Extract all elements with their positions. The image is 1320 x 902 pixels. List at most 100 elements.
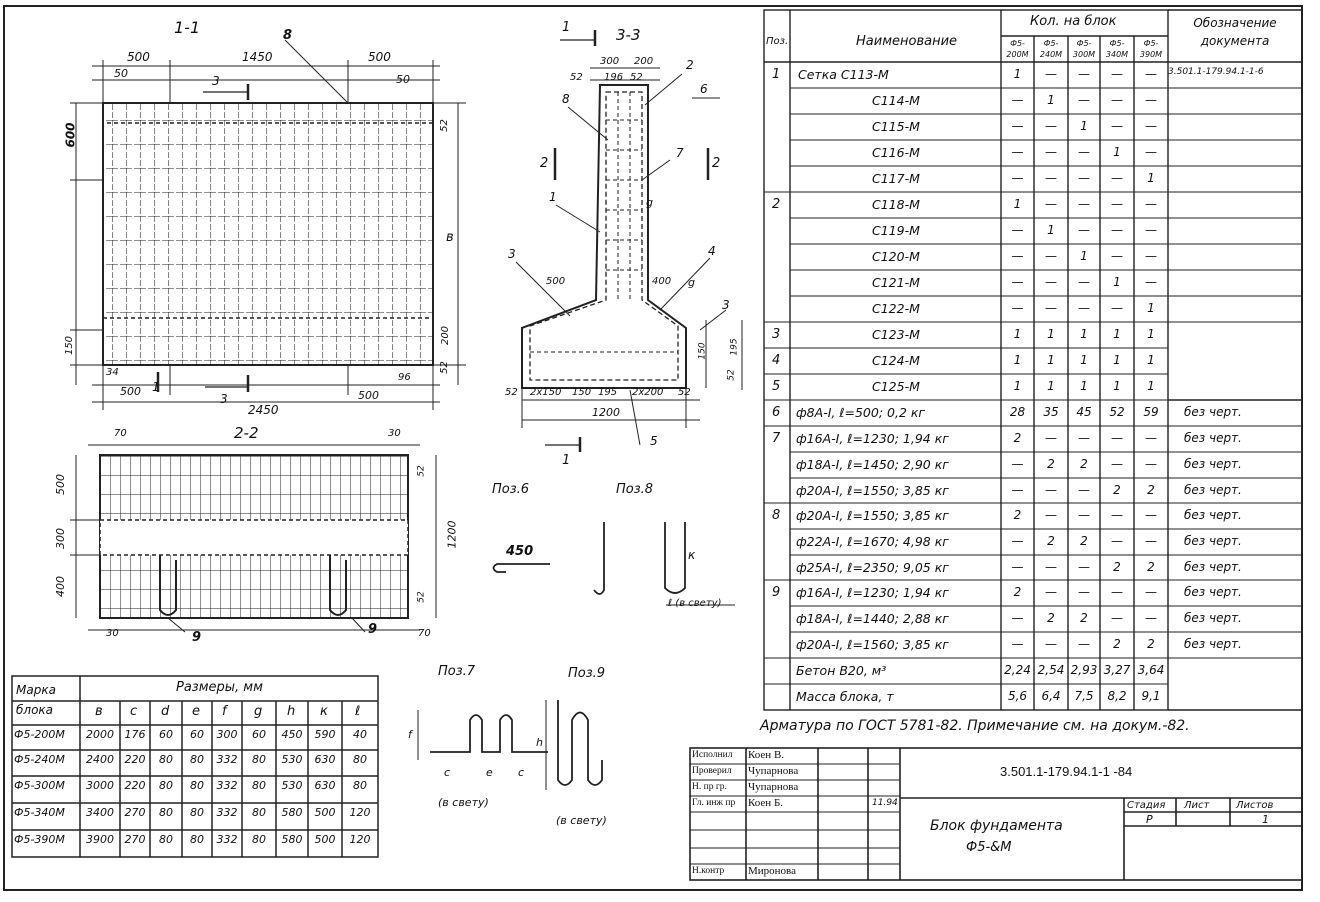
- dim-200-33: 200: [634, 56, 654, 67]
- sheet-frame: [3, 5, 1303, 891]
- dim-1200-22: 1200: [445, 520, 459, 549]
- spec-row-17-q4: —: [1145, 508, 1157, 522]
- view-1-1-title: 1-1: [174, 18, 201, 37]
- dim-52-22b: 52: [416, 591, 427, 603]
- spec-row-9-q3: —: [1111, 301, 1123, 315]
- spec-row-19-name: ф25А-I, ℓ=2350; 9,05 кг: [796, 560, 949, 575]
- spec-row-19-q0: —: [1011, 560, 1024, 574]
- dims-col-4: f: [222, 704, 227, 719]
- stage-header: Стадия: [1127, 800, 1166, 811]
- mark-3-33-right: 3: [722, 298, 730, 312]
- spec-row-21-doc: без черт.: [1184, 611, 1242, 625]
- dims-col-5: g: [254, 704, 263, 719]
- cut-2-right: 2: [712, 156, 721, 171]
- spec-row-8-name: С121-М: [872, 275, 920, 290]
- spec-row-12-name: С125-М: [872, 379, 920, 394]
- dim-2x200: 2x200: [632, 387, 664, 398]
- spec-row-5-q0: 1: [1013, 197, 1022, 211]
- dims-header-sizes: Размеры, мм: [176, 680, 263, 695]
- spec-row-16-name: ф20А-I, ℓ=1550; 3,85 кг: [796, 483, 949, 498]
- spec-row-17-q2: —: [1078, 508, 1090, 522]
- dim-200: 200: [440, 325, 452, 346]
- spec-row-7-q4: —: [1145, 249, 1157, 263]
- spec-row-22-q3: 2: [1113, 637, 1121, 651]
- mark-9-right: 9: [368, 622, 378, 637]
- spec-row-16-q4: 2: [1147, 483, 1155, 497]
- spec-row-0-q1: —: [1045, 67, 1057, 81]
- spec-row-17-name: ф20А-I, ℓ=1550; 3,85 кг: [796, 508, 949, 523]
- spec-row-18-q3: —: [1111, 534, 1123, 548]
- spec-row-4-q1: —: [1045, 171, 1057, 185]
- mark-8: 8: [283, 28, 293, 43]
- spec-table-grid: [763, 9, 1302, 711]
- spec-row-9-q0: —: [1011, 301, 1024, 315]
- pos9-h: h: [536, 736, 543, 749]
- dim-52-bottom: 52: [438, 361, 450, 374]
- dims-row-4-cell-1: 3900: [86, 833, 114, 846]
- spec-row-2-q3: —: [1111, 119, 1123, 133]
- pos9-bar: [557, 700, 603, 786]
- dims-row-0-cell-7: 450: [281, 728, 303, 741]
- dim-1200-33: 1200: [592, 406, 620, 419]
- spec-row-24-q2: 7,5: [1074, 689, 1094, 703]
- spec-row-3-q4: —: [1145, 145, 1157, 159]
- spec-row-8-q2: —: [1078, 275, 1090, 289]
- view-3-3-title: 3-3: [616, 26, 641, 44]
- stamp-role-6: Н.контр: [692, 866, 725, 876]
- dim-30-bottom: 30: [106, 628, 119, 639]
- dims-row-1-cell-2: 220: [124, 753, 146, 766]
- cut-3-bottom: 3: [220, 392, 228, 406]
- mark-3-33: 3: [508, 247, 516, 261]
- spec-row-15-q3: —: [1111, 457, 1123, 471]
- cut-3-top: 3: [212, 74, 220, 88]
- spec-row-17-q0: 2: [1013, 508, 1022, 522]
- dim-300: 300: [600, 56, 620, 67]
- spec-row-10-pos: 3: [772, 327, 781, 342]
- spec-row-12-q3: 1: [1113, 379, 1121, 393]
- spec-row-22-q2: —: [1078, 637, 1090, 651]
- stamp-date: 11.94: [872, 798, 898, 808]
- spec-row-13-pos: 6: [772, 405, 781, 420]
- cut-1-mark: 1: [152, 380, 160, 394]
- pos7-c1: c: [444, 766, 451, 779]
- view-2-2: [70, 444, 437, 633]
- stamp-role-0: Исполнил: [692, 750, 733, 760]
- spec-row-14-name: ф16А-I, ℓ=1230; 1,94 кг: [796, 431, 949, 446]
- dims-row-3-cell-8: 500: [314, 806, 336, 819]
- dim-70-top: 70: [114, 428, 127, 439]
- spec-row-20-q1: —: [1045, 585, 1057, 599]
- dims-row-2-cell-8: 630: [314, 779, 336, 792]
- spec-row-4-q0: —: [1011, 171, 1024, 185]
- dims-row-4-cell-4: 80: [190, 833, 204, 846]
- pos7-label: Поз.7: [438, 664, 476, 679]
- spec-row-16-q0: —: [1011, 483, 1024, 497]
- dim-b: в: [446, 230, 454, 245]
- spec-row-20-name: ф16А-I, ℓ=1230; 1,94 кг: [796, 585, 949, 600]
- spec-row-10-name: С123-М: [872, 327, 920, 342]
- dim-52-33a: 52: [570, 72, 583, 83]
- mark-4: 4: [708, 244, 716, 258]
- spec-row-17-doc: без черт.: [1184, 508, 1242, 522]
- spec-row-12-q1: 1: [1047, 379, 1055, 393]
- spec-row-12-q4: 1: [1147, 379, 1155, 393]
- spec-row-5-q4: —: [1145, 197, 1157, 211]
- spec-row-18-name: ф22А-I, ℓ=1670; 4,98 кг: [796, 534, 949, 549]
- spec-row-18-q2: 2: [1080, 534, 1088, 548]
- spec-row-8-q1: —: [1045, 275, 1057, 289]
- dims-col-7: к: [320, 704, 328, 719]
- spec-qty-col-2: Ф5-300М: [1072, 39, 1096, 59]
- pos9-note: (в свету): [556, 814, 607, 827]
- spec-row-6-q4: —: [1145, 223, 1157, 237]
- dims-row-1-cell-4: 80: [190, 753, 204, 766]
- spec-row-6-q3: —: [1111, 223, 1123, 237]
- spec-row-19-q3: 2: [1113, 560, 1121, 574]
- spec-row-23-q2: 2,93: [1070, 663, 1098, 677]
- mesh-1-1: [102, 102, 434, 366]
- dim-150-33: 150: [572, 387, 592, 398]
- spec-row-13-doc: без черт.: [1184, 405, 1242, 419]
- stamp-role-3: Гл. инж пр: [692, 798, 736, 808]
- spec-row-9-q2: —: [1078, 301, 1090, 315]
- spec-row-1-q1: 1: [1047, 93, 1055, 107]
- title-block-rows: [690, 763, 900, 865]
- spec-row-20-q0: 2: [1013, 585, 1022, 599]
